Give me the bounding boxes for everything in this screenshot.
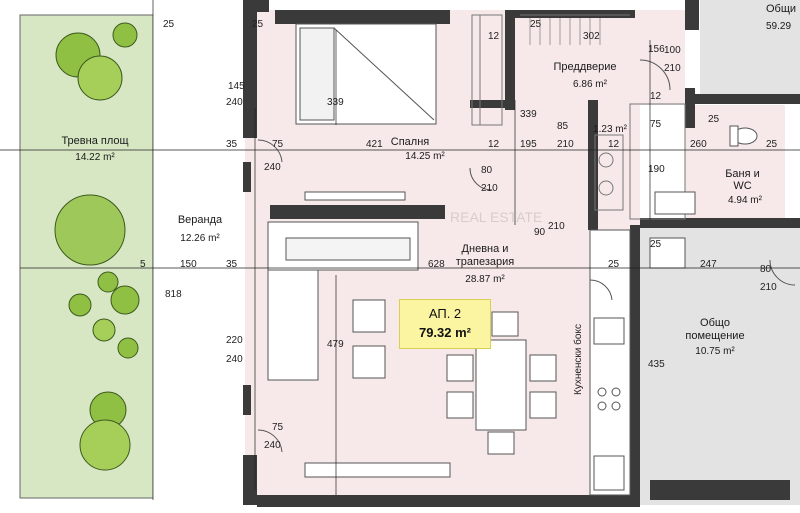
bathroom-name: Баня и (725, 168, 760, 180)
dim-25: 25 (530, 19, 542, 30)
dim-80: 80 (481, 165, 493, 176)
dim-210: 210 (548, 221, 565, 232)
dim-100: 100 (664, 45, 681, 56)
dim-247: 247 (700, 259, 717, 270)
dim-220: 220 (226, 335, 243, 346)
stairs (520, 14, 630, 45)
dim-302: 302 (583, 31, 600, 42)
bedroom-shelf (304, 191, 406, 201)
apartment-area: 79.32 m² (418, 325, 472, 340)
apartment-badge: АП. 2 79.32 m² (399, 299, 491, 349)
hallway-area: 6.86 m² (573, 79, 607, 90)
living-name-2: трапезария (455, 256, 515, 268)
dim-339: 339 (327, 97, 344, 108)
veranda-name: Веранда (177, 214, 223, 226)
tv-console (304, 462, 451, 478)
dim-145: 145 (228, 81, 245, 92)
dim-25: 25 (163, 19, 175, 30)
dim-25: 25 (608, 259, 620, 270)
walls (243, 0, 800, 507)
dim-260: 260 (690, 139, 707, 150)
dim-210: 210 (481, 183, 498, 194)
trees (54, 22, 140, 471)
bathroom-floor (685, 105, 785, 220)
bed (295, 23, 437, 125)
dim-90: 90 (534, 227, 546, 238)
kitchen-name: Кухненски бокс (573, 324, 584, 395)
dim-35: 35 (226, 139, 238, 150)
dim-195: 195 (520, 139, 537, 150)
dim-75: 75 (272, 139, 284, 150)
dim-190: 190 (648, 164, 665, 175)
dim-240: 240 (226, 97, 243, 108)
dim-421: 421 (366, 139, 383, 150)
bathroom-area: 4.94 m² (728, 195, 762, 206)
dim-5: 5 (140, 259, 146, 270)
veranda-floor (153, 15, 245, 513)
dim-435: 435 (648, 359, 665, 370)
dim-25: 25 (252, 19, 264, 30)
dim-25: 25 (766, 139, 778, 150)
dim-479: 479 (327, 339, 344, 350)
dim-35: 35 (226, 259, 238, 270)
dim-210: 210 (760, 282, 777, 293)
dim-12: 12 (650, 91, 662, 102)
dim-25: 25 (650, 239, 662, 250)
bathroom-fixtures (649, 125, 758, 269)
dim-75: 75 (272, 422, 284, 433)
closet-area: 1.23 m² (593, 124, 627, 135)
hallway-name: Преддверие (553, 61, 617, 73)
bathroom-name-2: WC (733, 180, 752, 192)
veranda-area: 12.26 m² (180, 233, 220, 244)
living-name: Дневна и (461, 243, 509, 255)
common-top-floor (700, 0, 800, 95)
common-room-name: Общо (700, 317, 730, 329)
dim-25: 25 (708, 114, 720, 125)
lawn-area-label: 14.22 m² (75, 152, 115, 163)
apartment-name: АП. 2 (428, 306, 462, 321)
hallway-floor (510, 10, 685, 105)
dim-240: 240 (264, 162, 281, 173)
common-room-area: 10.75 m² (695, 346, 735, 357)
dim-85: 85 (557, 121, 569, 132)
dim-240: 240 (264, 440, 281, 451)
dim-156: 156 (648, 44, 665, 55)
common-room-name-2: помещение (685, 330, 745, 342)
living-area: 28.87 m² (465, 274, 505, 285)
watermark-text: REAL ESTATE (450, 209, 542, 225)
bedroom-name: Спалня (390, 136, 430, 148)
lawn-name: Тревна площ (61, 135, 129, 147)
bedroom-area: 14.25 m² (405, 151, 445, 162)
dim-210: 210 (664, 63, 681, 74)
common-top-name: Общи (766, 3, 797, 15)
door-swings (257, 59, 796, 453)
dim-210: 210 (557, 139, 574, 150)
dining (352, 299, 557, 455)
dim-75: 75 (650, 119, 662, 130)
common-top-area: 59.29 (766, 21, 792, 32)
sofa (267, 221, 419, 381)
dim-628: 628 (428, 259, 445, 270)
dim-240: 240 (226, 354, 243, 365)
dim-80: 80 (760, 264, 772, 275)
kitchen-counter (589, 229, 631, 496)
dim-818: 818 (165, 289, 182, 300)
dimension-lines (0, 0, 800, 500)
dim-150: 150 (180, 259, 197, 270)
dim-12: 12 (488, 31, 500, 42)
dim-12: 12 (608, 139, 620, 150)
dim-339: 339 (520, 109, 537, 120)
dim-12: 12 (488, 139, 500, 150)
